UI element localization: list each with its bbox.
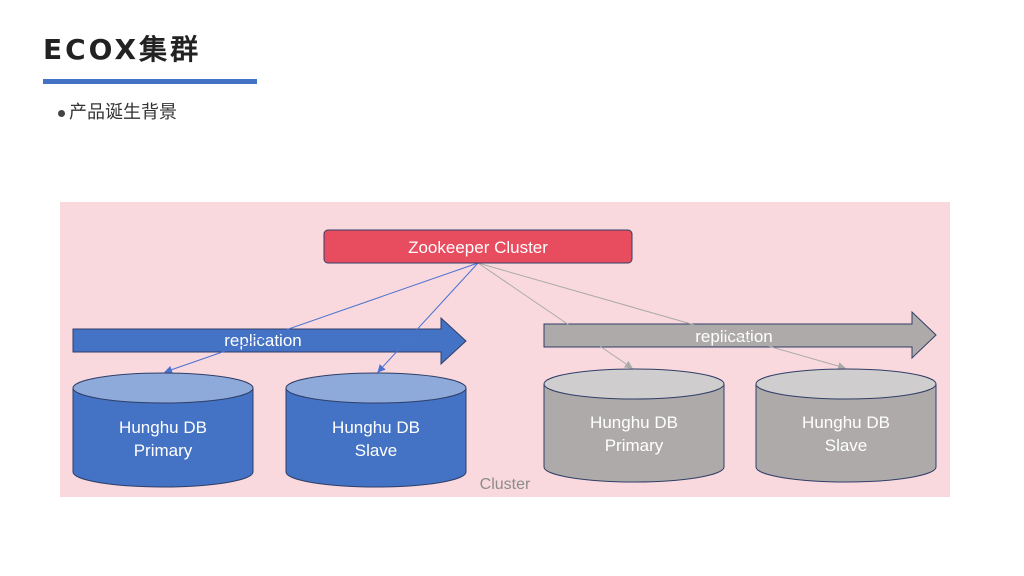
db-cylinder-standby-slave: Hunghu DB Slave xyxy=(755,368,937,483)
link-standby-slave xyxy=(477,262,846,370)
replication-label-active: replication xyxy=(224,331,302,350)
bullet-text: 产品诞生背景 xyxy=(69,102,177,123)
db-cylinder-standby-primary: Hunghu DB Primary xyxy=(543,368,725,483)
db-label-line2: Primary xyxy=(134,441,193,460)
db-label-line1: Hunghu DB xyxy=(802,413,890,432)
db-label-line2: Slave xyxy=(825,436,868,455)
link-standby-primary xyxy=(477,262,633,369)
title-underline xyxy=(43,79,257,84)
bullet-item: 产品诞生背景 xyxy=(58,100,177,126)
link-active-slave xyxy=(377,262,479,373)
db-cylinder-active-primary: Hunghu DB Primary xyxy=(72,372,254,488)
cluster-label: Cluster xyxy=(480,476,531,493)
db-label-line1: Hunghu DB xyxy=(332,418,420,437)
zookeeper-label: Zookeeper Cluster xyxy=(408,238,548,257)
slide-title: ECOX集群 xyxy=(43,33,202,66)
link-active-primary xyxy=(164,262,479,374)
db-label-line1: Hunghu DB xyxy=(590,413,678,432)
db-label-line1: Hunghu DB xyxy=(119,418,207,437)
db-cylinder-active-slave: Hunghu DB Slave xyxy=(285,372,467,488)
bullet-dot-icon xyxy=(58,109,65,117)
replication-arrow-standby: replication xyxy=(543,310,937,360)
db-label-line2: Primary xyxy=(605,436,664,455)
replication-arrow-active: replication xyxy=(72,316,467,366)
db-label-line2: Slave xyxy=(355,441,398,460)
zookeeper-cluster-box: Zookeeper Cluster xyxy=(323,229,633,264)
